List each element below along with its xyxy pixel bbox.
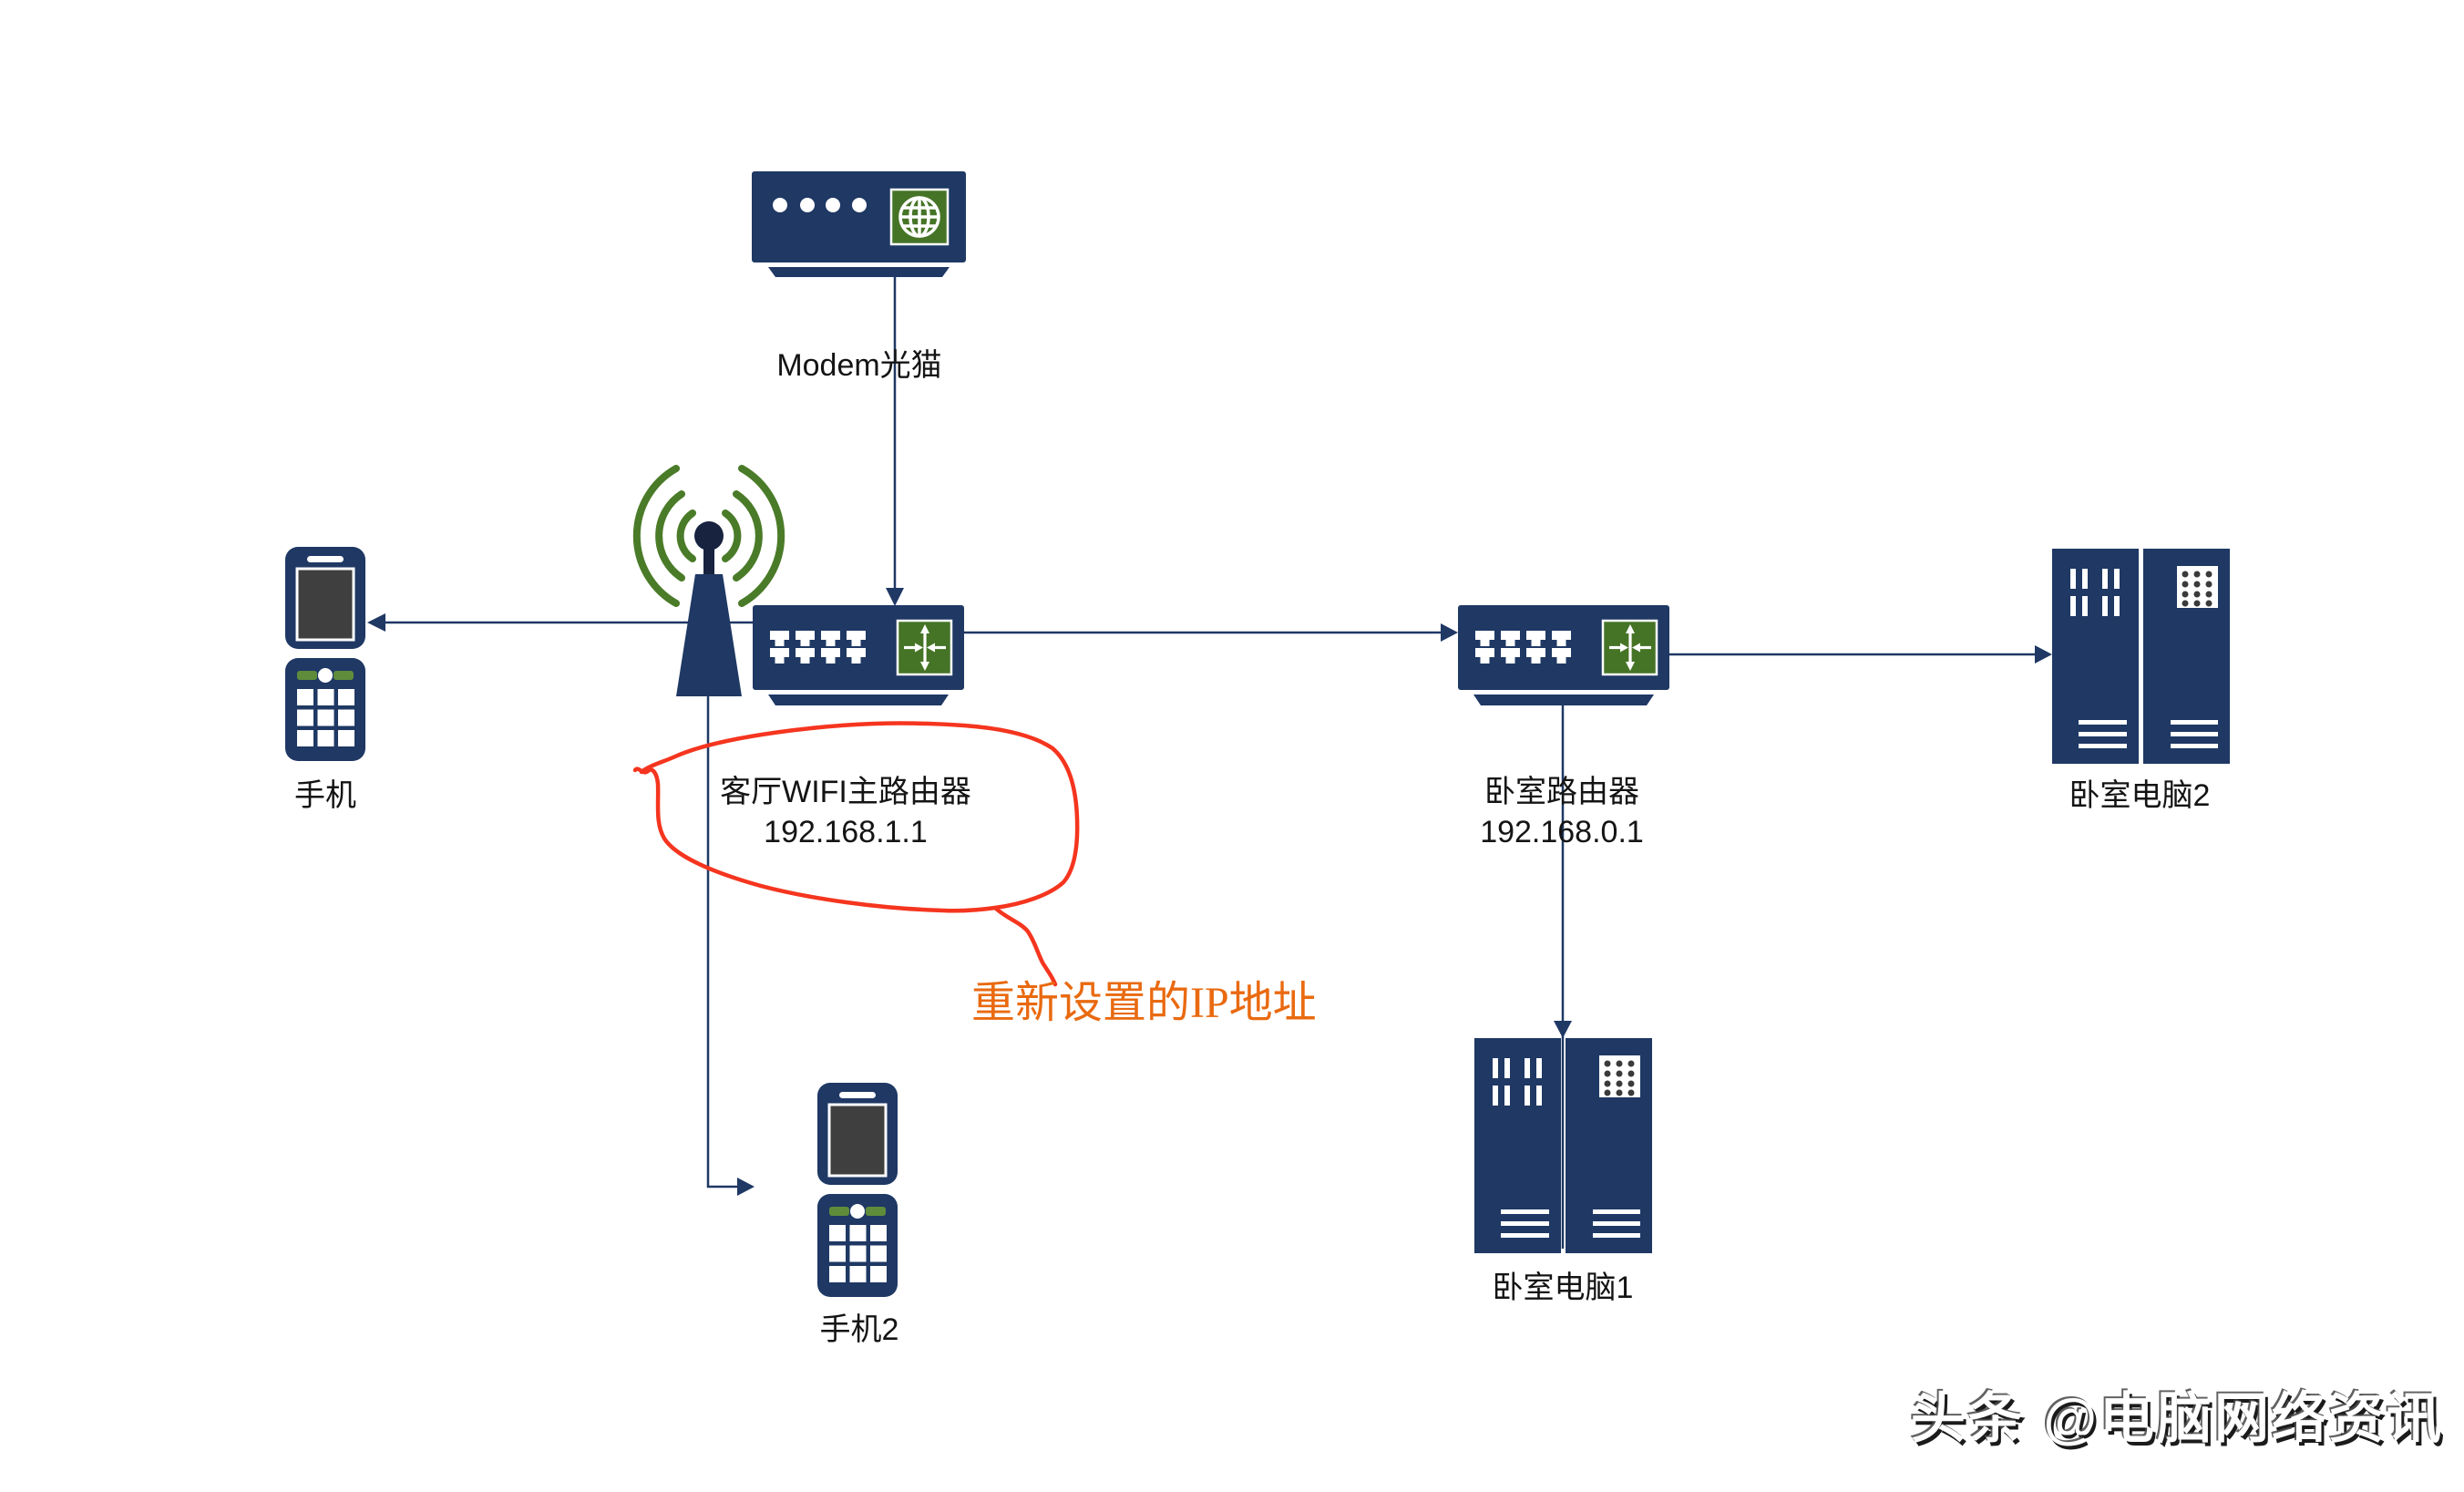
dot-grid <box>1599 1055 1640 1097</box>
router-symbol-icon <box>896 619 953 676</box>
bedroom-router-icon <box>1458 605 1669 705</box>
computer2-label: 卧室电脑2 <box>2069 778 2211 813</box>
computer1-label: 卧室电脑1 <box>1492 1271 1634 1305</box>
computer2-icon <box>2052 549 2230 764</box>
modem-label: Modem光猫 <box>776 348 942 383</box>
watermark: 头条 @电脑网络资讯 <box>1910 1388 2444 1449</box>
connector-antenna-to-phone2 <box>706 696 738 1188</box>
arrowhead-right-computer2 <box>2035 645 2052 664</box>
computer1-icon <box>1474 1038 1652 1253</box>
bedroom-router-ip: 192.168.0.1 <box>1480 814 1644 849</box>
router-ports <box>770 631 866 664</box>
phone1-label: 手机 <box>294 778 356 813</box>
main-router-ip: 192.168.1.1 <box>764 814 928 849</box>
modem-icon <box>752 171 966 277</box>
annotation-text: 重新设置的IP地址 <box>971 979 1317 1027</box>
arrowhead-down-computer1 <box>1554 1021 1572 1038</box>
main-router-icon <box>753 605 964 705</box>
vent-slots <box>2070 569 2120 616</box>
phone2-label: 手机2 <box>819 1312 899 1347</box>
hand-drawn-pointer-tail <box>992 905 1058 987</box>
drive-bays <box>1501 1209 1640 1238</box>
phone2-icon <box>817 1083 898 1297</box>
arrowhead-down-main-router <box>886 588 904 606</box>
main-router-name: 客厅WIFI主路由器 <box>720 775 971 809</box>
arrowhead-left-phone1 <box>367 613 385 632</box>
dot-grid <box>2177 566 2218 608</box>
arrowhead-right-phone2 <box>737 1178 755 1196</box>
bedroom-router-name: 卧室路由器 <box>1484 775 1639 809</box>
vent-slots <box>1493 1058 1542 1106</box>
router-symbol-icon <box>1601 619 1658 676</box>
wifi-antenna-icon <box>632 465 785 696</box>
main-router-label: 客厅WIFI主路由器 192.168.1.1 <box>720 773 971 852</box>
globe-icon <box>889 188 950 246</box>
drive-bays <box>2079 720 2218 748</box>
bedroom-router-label: 卧室路由器 192.168.0.1 <box>1480 773 1644 852</box>
router-ports <box>1475 631 1571 664</box>
arrowhead-right-bedroom-router <box>1441 623 1458 642</box>
wifi-waves-icon <box>632 465 785 607</box>
hand-drawn-circle <box>632 721 1080 913</box>
phone1-icon <box>285 547 365 761</box>
